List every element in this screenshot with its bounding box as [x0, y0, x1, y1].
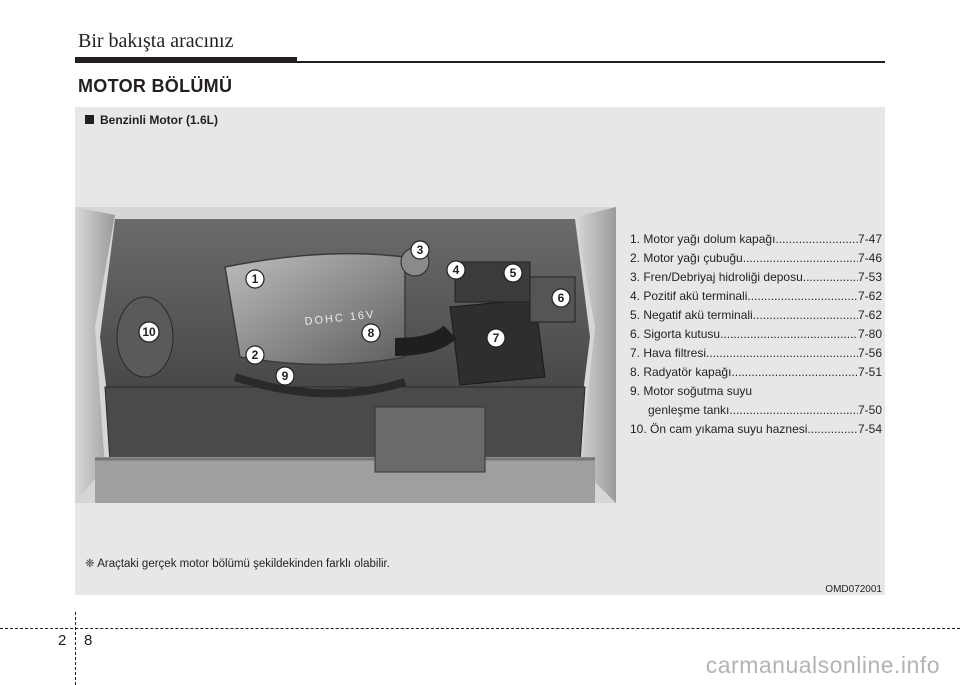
page-margin-vertical-dashed [75, 612, 76, 685]
callout-9: 9 [275, 366, 295, 386]
page-number: 8 [84, 632, 93, 649]
left-fender [75, 207, 115, 503]
section-title: MOTOR BÖLÜMÜ [78, 76, 233, 96]
callout-3: 3 [410, 240, 430, 260]
hose-lower [233, 373, 407, 398]
callout-5: 5 [503, 263, 523, 283]
page-margin-horizontal-dashed [0, 628, 960, 629]
header-rule-thin [297, 61, 885, 63]
legend-item: 8. Radyatör kapağı7-51 [630, 363, 882, 382]
square-bullet-icon [85, 115, 94, 124]
engine-cover [224, 252, 406, 366]
svg-text:1: 1 [252, 272, 259, 286]
legend-item: 3. Fren/Debriyaj hidroliği deposu7-53 [630, 268, 882, 287]
subheading-text: Benzinli Motor (1.6L) [100, 113, 218, 127]
legend-item: 1. Motor yağı dolum kapağı7-47 [630, 230, 882, 249]
running-header: Bir bakışta aracınız [78, 30, 234, 52]
front-bumper [95, 457, 595, 503]
svg-text:3: 3 [417, 243, 424, 257]
page-chapter-number: 2 [58, 632, 67, 649]
svg-text:9: 9 [282, 369, 289, 383]
lower-cover-panel [374, 406, 486, 473]
legend-item: 6. Sigorta kutusu7-80 [630, 325, 882, 344]
image-code: OMD072001 [825, 584, 882, 595]
legend-item: 5. Negatif akü terminali7-62 [630, 306, 882, 325]
callout-2: 2 [245, 345, 265, 365]
callout-8: 8 [361, 323, 381, 343]
callout-1: 1 [245, 269, 265, 289]
radiator-support [104, 386, 586, 463]
callout-6: 6 [551, 288, 571, 308]
legend-item-continued: genleşme tankı7-50 [630, 401, 882, 420]
legend-item: 4. Pozitif akü terminali7-62 [630, 287, 882, 306]
watermark: carmanualsonline.info [705, 652, 940, 678]
legend-item: 7. Hava filtresi7-56 [630, 344, 882, 363]
intake-hose [394, 325, 457, 356]
component-legend: 1. Motor yağı dolum kapağı7-47 2. Motor … [630, 230, 882, 439]
right-fender [575, 207, 616, 503]
svg-text:7: 7 [493, 331, 500, 345]
svg-text:8: 8 [368, 326, 375, 340]
legend-item: 2. Motor yağı çubuğu7-46 [630, 249, 882, 268]
engine-bay-illustration: DOHC 16V 1 2 3 4 5 6 7 8 9 10 [75, 207, 616, 503]
svg-text:6: 6 [558, 291, 565, 305]
legend-item: 10. Ön cam yıkama suyu haznesi7-54 [630, 420, 882, 439]
svg-text:10: 10 [142, 325, 156, 339]
svg-text:5: 5 [510, 266, 517, 280]
svg-text:2: 2 [252, 348, 259, 362]
figure-subheading: Benzinli Motor (1.6L) [85, 113, 218, 127]
svg-text:4: 4 [453, 263, 460, 277]
callout-4: 4 [446, 260, 466, 280]
callout-7: 7 [486, 328, 506, 348]
callout-10: 10 [138, 321, 160, 343]
header-rule-thick [75, 57, 297, 63]
legend-item: 9. Motor soğutma suyu [630, 384, 753, 398]
figure-note: ❈ Araçtaki gerçek motor bölümü şekildeki… [85, 558, 390, 570]
